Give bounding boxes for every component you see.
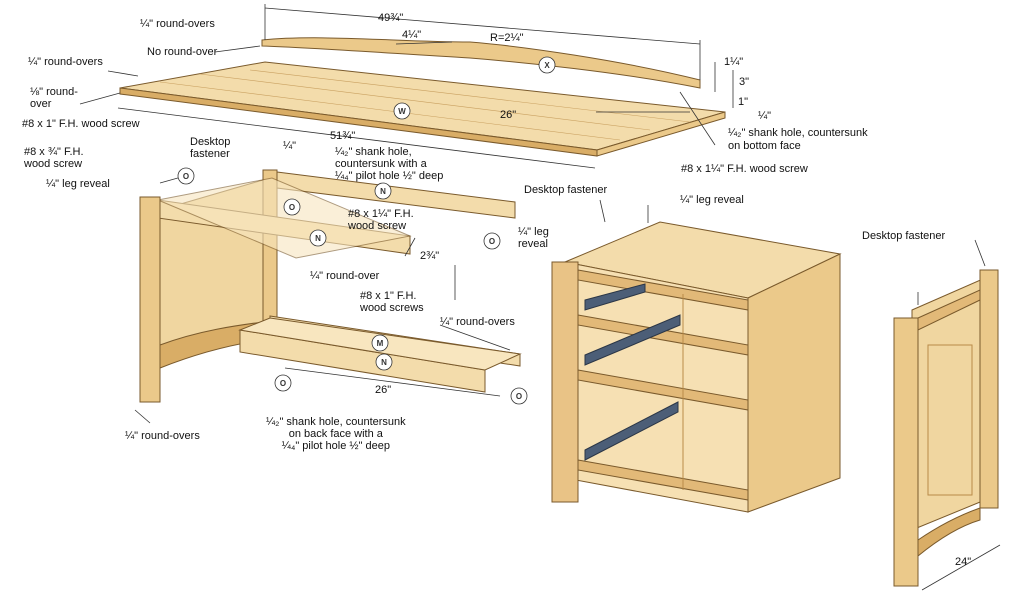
label-dim-quarter-leg: ¼" — [283, 140, 297, 152]
label-screw-8x1-fh: #8 x 1" F.H. wood screw — [22, 118, 140, 130]
label-dim-2-three-quarter: 2¾" — [420, 250, 440, 262]
bubble-o5: O — [516, 392, 522, 401]
label-shank-back-face: ¼₂" shank hole, countersunk on back face… — [266, 416, 406, 452]
label-dim-3: 3" — [739, 76, 750, 88]
bubble-n2: N — [315, 234, 321, 243]
right-leg-back — [979, 269, 999, 509]
label-leg-reveal-cabinet: ¼" leg reveal — [680, 194, 744, 206]
label-leg-reveal-left: ¼" leg reveal — [46, 178, 110, 190]
back-rail — [261, 37, 701, 89]
label-screw-8x114-right: #8 x 1¼" F.H. wood screw — [681, 163, 808, 175]
label-screw-8x34-fh: #8 x ¾" F.H. wood screw — [24, 146, 84, 170]
label-screw-8x114-fh: #8 x 1¼" F.H. wood screw — [348, 208, 414, 232]
label-leg-reveal-half: ¼" leg reveal — [518, 226, 549, 250]
bubble-o3: O — [489, 237, 495, 246]
front-leg-left — [139, 196, 161, 403]
drawer-slide-1 — [584, 283, 646, 311]
label-dim-26-bottom: 26" — [375, 384, 392, 396]
label-quarter-roundovers-mid: ¼" round-overs — [440, 316, 515, 328]
label-desktop-fastener-2: Desktop fastener — [524, 184, 608, 196]
label-dim-51: 51¾" — [330, 130, 356, 142]
cabinet-side — [747, 253, 841, 513]
label-desktop-fastener-3: Desktop fastener — [862, 230, 946, 242]
label-shank-pilot-top: ¼₂" shank hole, countersunk with a ¼₄" p… — [335, 146, 444, 182]
bubble-m: M — [377, 339, 384, 348]
label-dim-quarter-small: ¼" — [758, 110, 772, 122]
cabinet-leg-front — [551, 261, 579, 503]
label-quarter-roundovers-bottom: ¼" round-overs — [125, 430, 200, 442]
label-shank-bottom-face: ¼₂" shank hole, countersunk on bottom fa… — [728, 127, 868, 152]
label-dim-1-right: 1" — [738, 96, 749, 108]
drawer-slide-2 — [584, 314, 681, 366]
label-screw-8x1-screws: #8 x 1" F.H. wood screws — [360, 290, 424, 314]
label-eighth-roundover: ⅛" round- over — [30, 86, 78, 110]
label-dim-4-quarter: 4¼" — [402, 29, 422, 41]
label-radius: R=2¼" — [490, 32, 524, 44]
label-quarter-roundovers-top: ¼" round-overs — [140, 18, 215, 30]
label-quarter-roundover: ¼" round-over — [310, 270, 380, 282]
bubble-n3: N — [381, 358, 387, 367]
label-dim-26-top: 26" — [500, 109, 517, 121]
right-leg-front — [893, 317, 919, 587]
label-dim-24: 24" — [955, 556, 972, 568]
bubble-w: W — [398, 107, 406, 116]
label-dim-1-quarter: 1¼" — [724, 56, 744, 68]
bubble-o4: O — [280, 379, 286, 388]
label-dim-49: 49¾" — [378, 12, 404, 24]
label-desktop-fastener-1: Desktop fastener — [190, 136, 231, 160]
bubble-x: X — [544, 61, 550, 70]
label-no-roundover: No round-over — [147, 46, 218, 58]
bubble-o2: O — [289, 203, 295, 212]
bubble-o1: O — [183, 172, 189, 181]
bubble-n1: N — [380, 187, 386, 196]
drawer-slide-3 — [584, 401, 679, 461]
label-quarter-roundovers-left: ¼" round-overs — [28, 56, 103, 68]
